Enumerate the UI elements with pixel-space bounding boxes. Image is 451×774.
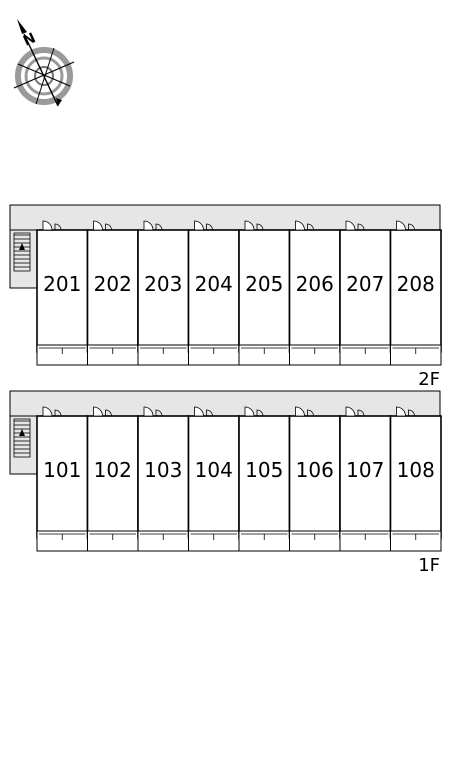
door-swing-icon xyxy=(155,409,163,417)
stair-arrow xyxy=(19,429,25,436)
unit-202: 202 xyxy=(86,220,139,366)
unit-room xyxy=(187,415,240,539)
door-swing-icon xyxy=(396,406,406,417)
unit-room xyxy=(288,229,341,353)
unit-207: 207 xyxy=(339,220,392,366)
compass-rose-icon xyxy=(13,19,75,107)
door-swing-icon xyxy=(408,409,415,417)
unit-204: 204 xyxy=(187,220,240,366)
unit-label: 201 xyxy=(43,272,81,296)
unit-105: 105 xyxy=(238,406,291,552)
unit-205: 205 xyxy=(238,220,291,366)
unit-label: 207 xyxy=(346,272,384,296)
floor-2f: 201 202 203 204 205 206 207 208 2F xyxy=(9,204,442,390)
door-swing-icon xyxy=(256,409,264,417)
door-swing-icon xyxy=(345,220,356,231)
unit-label: 107 xyxy=(346,458,384,482)
door-swing-icon xyxy=(105,223,112,231)
unit-room xyxy=(36,229,89,353)
door-swing-icon xyxy=(295,406,305,417)
unit-203: 203 xyxy=(137,220,190,366)
compass: N xyxy=(13,19,75,107)
unit-206: 206 xyxy=(288,220,341,366)
unit-room xyxy=(238,229,291,353)
door-swing-icon xyxy=(357,409,365,417)
floor-label: 2F xyxy=(418,369,440,390)
door-swing-icon xyxy=(408,223,415,231)
unit-label: 102 xyxy=(94,458,132,482)
unit-label: 105 xyxy=(245,458,283,482)
unit-108: 108 xyxy=(389,406,442,552)
door-swing-icon xyxy=(244,220,255,231)
door-swing-icon xyxy=(345,406,356,417)
door-swing-icon xyxy=(206,223,213,231)
door-swing-icon xyxy=(143,220,154,231)
unit-label: 103 xyxy=(144,458,182,482)
unit-label: 106 xyxy=(296,458,334,482)
unit-room xyxy=(86,415,139,539)
unit-101: 101 xyxy=(36,406,89,552)
unit-104: 104 xyxy=(187,406,240,552)
door-swing-icon xyxy=(143,406,154,417)
unit-label: 101 xyxy=(43,458,81,482)
stair-icon xyxy=(13,418,31,458)
floor-1f: 101 102 103 104 105 106 107 108 1F xyxy=(9,390,442,576)
door-swing-icon xyxy=(295,220,305,231)
unit-label: 203 xyxy=(144,272,182,296)
unit-102: 102 xyxy=(86,406,139,552)
stair-arrow xyxy=(19,243,25,250)
door-swing-icon xyxy=(42,220,53,231)
unit-room xyxy=(137,229,190,353)
compass-north-label: N xyxy=(21,30,38,49)
door-swing-icon xyxy=(194,220,204,231)
unit-room xyxy=(339,229,392,353)
unit-label: 202 xyxy=(94,272,132,296)
unit-room xyxy=(187,229,240,353)
corridor xyxy=(9,390,441,417)
unit-label: 104 xyxy=(195,458,233,482)
floor-label: 1F xyxy=(418,555,440,576)
unit-room xyxy=(389,415,442,539)
unit-107: 107 xyxy=(339,406,392,552)
balcony xyxy=(390,530,442,552)
unit-label: 205 xyxy=(245,272,283,296)
unit-106: 106 xyxy=(288,406,341,552)
unit-label: 204 xyxy=(195,272,233,296)
unit-label: 208 xyxy=(397,272,435,296)
unit-room xyxy=(389,229,442,353)
door-swing-icon xyxy=(256,223,264,231)
door-swing-icon xyxy=(307,409,314,417)
door-swing-icon xyxy=(93,220,103,231)
stair-outline xyxy=(13,232,31,272)
door-swing-icon xyxy=(155,223,163,231)
unit-room xyxy=(288,415,341,539)
unit-room xyxy=(137,415,190,539)
door-swing-icon xyxy=(206,409,213,417)
unit-label: 206 xyxy=(296,272,334,296)
balcony xyxy=(390,344,442,366)
corridor xyxy=(9,204,441,231)
unit-label: 108 xyxy=(397,458,435,482)
door-swing-icon xyxy=(105,409,112,417)
stair-icon xyxy=(13,232,31,272)
door-swing-icon xyxy=(54,409,62,417)
door-swing-icon xyxy=(357,223,365,231)
door-swing-icon xyxy=(244,406,255,417)
door-swing-icon xyxy=(54,223,62,231)
unit-201: 201 xyxy=(36,220,89,366)
door-swing-icon xyxy=(194,406,204,417)
stair-outline xyxy=(13,418,31,458)
unit-103: 103 xyxy=(137,406,190,552)
door-swing-icon xyxy=(93,406,103,417)
door-swing-icon xyxy=(307,223,314,231)
unit-208: 208 xyxy=(389,220,442,366)
door-swing-icon xyxy=(42,406,53,417)
door-swing-icon xyxy=(396,220,406,231)
